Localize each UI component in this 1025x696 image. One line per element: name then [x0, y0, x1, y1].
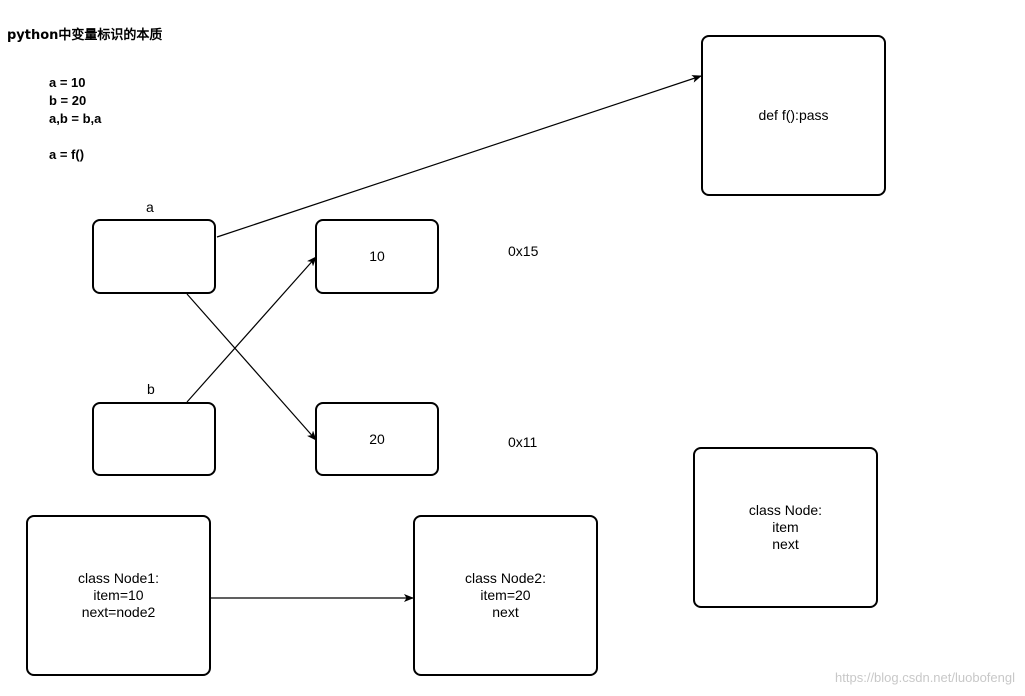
variable-a-box	[92, 219, 216, 294]
code-line: a,b = b,a	[49, 111, 102, 126]
node-line: class Node:	[748, 502, 823, 518]
object-10-box: 10	[315, 219, 439, 294]
node1-line: class Node1:	[78, 570, 159, 586]
code-line: b = 20	[49, 93, 87, 108]
node2-box: class Node2: item=20 next	[413, 515, 598, 676]
function-object-box: def f():pass	[701, 35, 886, 196]
node-line: next	[772, 536, 799, 552]
diagram-title: python中变量标识的本质	[7, 28, 163, 43]
code-line: a = 10	[49, 75, 86, 90]
arrow-a-to-function	[216, 75, 702, 238]
variable-b-box	[92, 402, 216, 476]
code-line: a = f()	[49, 147, 85, 162]
node1-line: next=node2	[81, 604, 156, 620]
function-object-text: def f():pass	[758, 107, 829, 123]
node2-line: item=20	[480, 587, 531, 603]
object-20-address: 0x11	[508, 434, 538, 450]
object-20-box: 20	[315, 402, 439, 476]
node2-line: next	[492, 604, 519, 620]
code-block: a = 10 b = 20 a,b = b,a a = f()	[49, 74, 101, 164]
object-20-value: 20	[369, 430, 385, 447]
node-line: item	[772, 519, 799, 535]
node-box: class Node: item next	[693, 447, 878, 608]
node1-box: class Node1: item=10 next=node2	[26, 515, 211, 676]
object-10-value: 10	[369, 248, 385, 264]
object-10-address: 0x15	[508, 243, 539, 259]
variable-b-label: b	[147, 381, 155, 397]
node2-line: class Node2:	[465, 570, 546, 586]
watermark: https://blog.csdn.net/luobofengl	[835, 670, 1015, 685]
variable-a-label: a	[146, 199, 154, 215]
code-line-blank	[49, 128, 101, 146]
node1-line: item=10	[93, 587, 144, 603]
